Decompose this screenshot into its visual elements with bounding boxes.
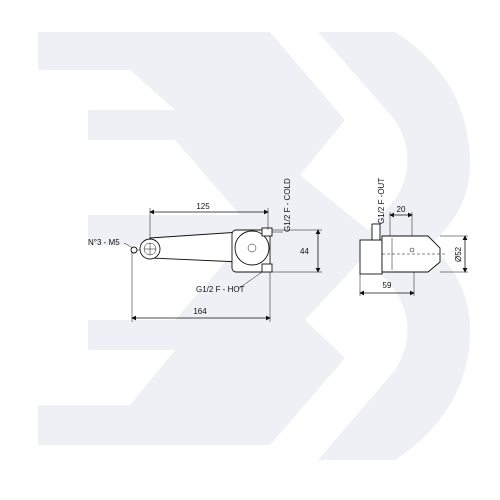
dim-20-text: 20 — [397, 205, 406, 214]
dim-125-text: 125 — [196, 202, 210, 211]
side-view: 20 59 Ø52 G1/2 F -OUT — [359, 178, 468, 296]
side-body — [359, 239, 383, 275]
valve-disc — [234, 230, 270, 266]
out-fitting — [371, 223, 381, 241]
side-nose — [381, 235, 441, 273]
out-label: G1/2 F -OUT — [377, 178, 386, 224]
dim-52-text: Ø52 — [454, 246, 463, 262]
dim-44-text: 44 — [300, 247, 309, 256]
hot-label: G1/2 F - HOT — [196, 285, 245, 294]
cold-inlet — [261, 227, 273, 237]
front-view: 125 164 44 N°3 - M5 G1/2 F - COLD G1/2 F… — [88, 178, 322, 322]
screws-label: N°3 - M5 — [88, 238, 120, 247]
dim-59-text: 59 — [383, 281, 392, 290]
dim-164-text: 164 — [193, 307, 207, 316]
cold-label: G1/2 F - COLD — [283, 178, 292, 232]
hot-inlet — [261, 263, 273, 273]
